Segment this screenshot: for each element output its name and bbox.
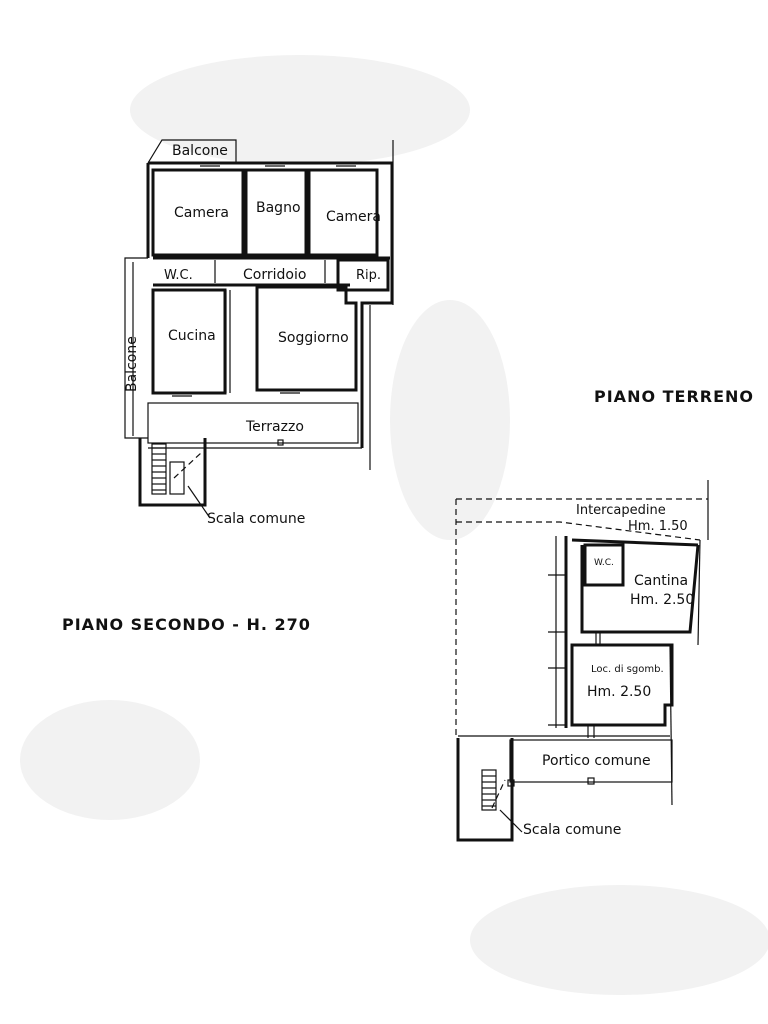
label-balcone-side: Balcone (124, 336, 140, 392)
title-second-floor: PIANO SECONDO - H. 270 (62, 615, 311, 634)
title-ground-floor: PIANO TERRENO (594, 387, 754, 406)
label-sgombero-height: Hm. 2.50 (587, 684, 651, 700)
label-stair-second: Scala comune (207, 511, 305, 527)
label-wc: W.C. (164, 268, 193, 283)
label-corridoio: Corridoio (243, 267, 306, 283)
label-intercapedine-height: Hm. 1.50 (628, 519, 688, 534)
label-camera-right: Camera (326, 209, 381, 225)
label-ripostiglio: Rip. (356, 268, 381, 283)
label-balcone-top: Balcone (172, 143, 228, 159)
paper-smudges (20, 55, 768, 995)
label-portico: Portico comune (542, 753, 651, 769)
label-stair-ground: Scala comune (523, 822, 621, 838)
label-terrazzo: Terrazzo (245, 419, 304, 435)
label-sgombero: Loc. di sgomb. (591, 664, 664, 675)
label-cucina: Cucina (168, 328, 216, 344)
label-wc-ground: W.C. (594, 558, 614, 568)
label-bagno: Bagno (256, 200, 301, 216)
ground-floor-plan (455, 480, 709, 842)
label-camera-left: Camera (174, 205, 229, 221)
label-cantina: Cantina (634, 573, 688, 589)
label-cantina-height: Hm. 2.50 (630, 592, 694, 608)
label-soggiorno: Soggiorno (278, 330, 349, 346)
label-intercapedine: Intercapedine (576, 503, 666, 518)
second-floor-plan (124, 139, 394, 519)
